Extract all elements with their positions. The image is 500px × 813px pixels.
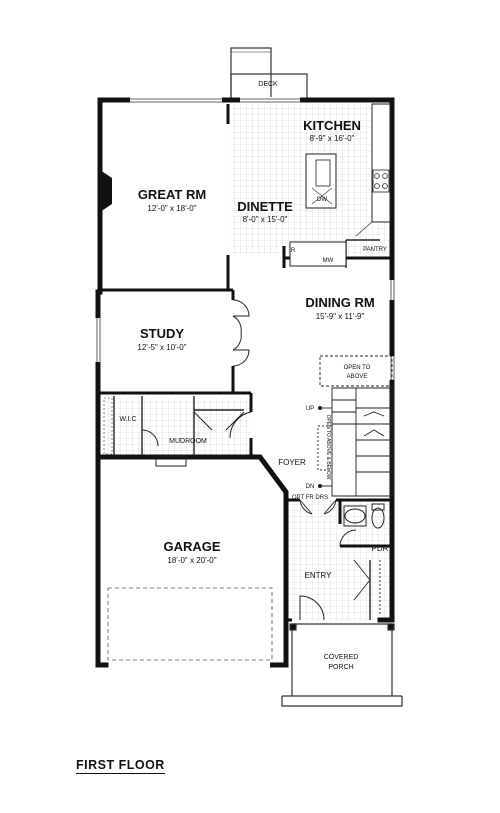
up-label: UP — [306, 406, 314, 412]
mudroom-tile-floor — [104, 398, 251, 456]
open-above-label-2: ABOVE — [347, 374, 368, 380]
r-label: R — [291, 248, 296, 254]
opt-fr-drs-label: OPT FR DRS — [292, 495, 328, 501]
dishwasher-x2 — [311, 187, 333, 205]
pdr-label: PDR — [372, 544, 389, 553]
pantry-label: PANTRY — [363, 247, 387, 253]
wic-label: W.I.C — [119, 416, 136, 423]
fireplace — [100, 170, 112, 212]
window-frames — [96, 98, 395, 380]
wic-shelf — [103, 397, 113, 455]
powder-room-fixtures — [339, 503, 385, 547]
dn-label: DN — [306, 484, 315, 490]
dw-label: DW — [317, 197, 327, 203]
dining-rm-name: DINING RM — [305, 295, 374, 310]
great-rm-name: GREAT RM — [138, 187, 206, 202]
deck — [230, 47, 308, 101]
entry-closet — [353, 559, 381, 616]
great-rm-dims: 12'-0" x 18'-0" — [147, 204, 196, 213]
garage-name: GARAGE — [163, 539, 220, 554]
pantry-door — [355, 221, 373, 237]
dinette-dims: 8'-0" x 15'-0" — [243, 215, 288, 224]
mudroom-label: MUDROOM — [169, 438, 207, 445]
kitchen-dims: 8'-9" x 16'-0" — [310, 134, 355, 143]
entry-label: ENTRY — [305, 571, 333, 580]
open-above-label-1: OPEN TO — [344, 365, 371, 371]
study-name: STUDY — [140, 326, 184, 341]
mudroom-doors — [141, 411, 252, 467]
garage-door-outline — [107, 587, 273, 661]
kitchen-counters — [289, 103, 391, 267]
stove — [372, 169, 390, 193]
covered-porch-label-1: COVERED — [324, 654, 359, 661]
covered-porch — [281, 623, 403, 707]
mw-label: MW — [323, 258, 334, 264]
study-french-doors — [232, 299, 250, 367]
floor-title: FIRST FLOOR — [76, 758, 165, 774]
dinette-name: DINETTE — [237, 199, 293, 214]
kitchen-name: KITCHEN — [303, 118, 361, 133]
dining-rm-dims: 15'-9" x 11'-9" — [316, 312, 365, 321]
covered-porch-label-2: PORCH — [328, 664, 353, 671]
kitchen-sink — [315, 159, 331, 187]
deck-label: DECK — [258, 81, 278, 88]
garage-dims: 18'-0" x 20'-0" — [167, 556, 216, 565]
staircase — [317, 355, 393, 497]
open-above-below-label: OPEN TO ABOVE & BELOW — [325, 415, 331, 480]
foyer-double-doors — [299, 499, 337, 515]
interior-walls — [100, 104, 392, 622]
study-dims: 12'-5" x 10'-0" — [137, 343, 186, 352]
front-door — [299, 595, 325, 621]
foyer-label: FOYER — [278, 458, 306, 467]
